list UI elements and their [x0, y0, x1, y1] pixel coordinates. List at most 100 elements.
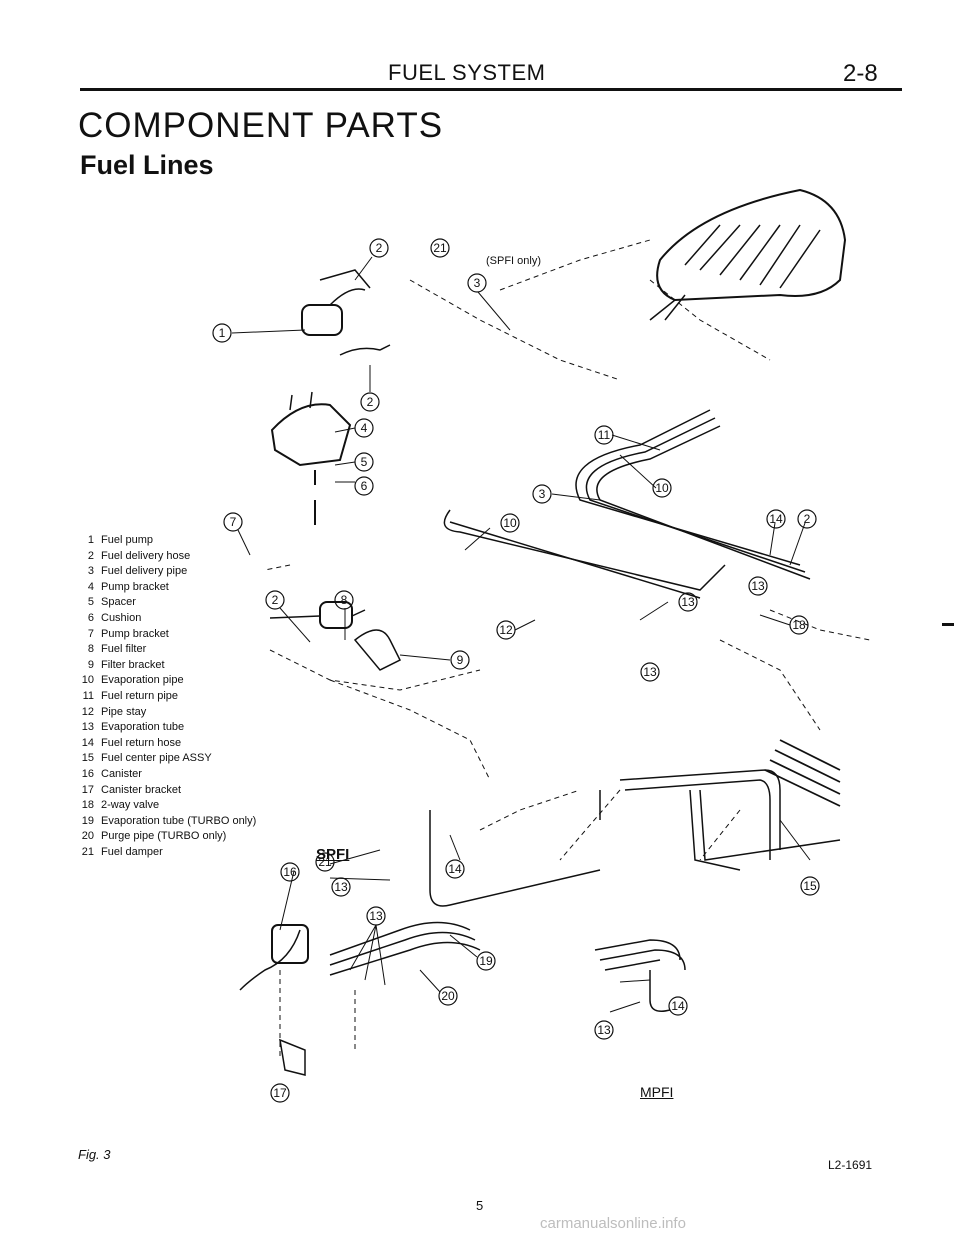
svg-text:13: 13 [751, 579, 765, 593]
callout-14: 14 [445, 859, 465, 879]
callout-14: 14 [766, 509, 786, 529]
svg-text:2: 2 [376, 241, 383, 255]
svg-text:21: 21 [433, 241, 447, 255]
svg-text:13: 13 [643, 665, 657, 679]
callout-13: 13 [366, 906, 386, 926]
svg-text:14: 14 [671, 999, 685, 1013]
callout-7: 7 [223, 512, 243, 532]
mpfi-label: MPFI [640, 1084, 674, 1100]
svg-text:6: 6 [361, 479, 368, 493]
svg-text:3: 3 [474, 276, 481, 290]
svg-text:4: 4 [361, 421, 368, 435]
svg-text:13: 13 [334, 880, 348, 894]
callout-9: 9 [450, 650, 470, 670]
running-header-page-code: 2-8 [843, 60, 878, 87]
callout-2: 2 [797, 509, 817, 529]
callout-markers: 1 2 21 3 2 4 5 6 7 2 8 9 3 11 10 10 14 2… [212, 238, 820, 1103]
callout-19: 19 [476, 951, 496, 971]
svg-text:21: 21 [318, 855, 332, 869]
callout-13: 13 [640, 662, 660, 682]
callout-10: 10 [500, 513, 520, 533]
callout-16: 16 [280, 862, 300, 882]
callout-10: 10 [652, 478, 672, 498]
callout-13: 13 [594, 1020, 614, 1040]
svg-text:18: 18 [792, 618, 806, 632]
svg-text:13: 13 [597, 1023, 611, 1037]
callout-15: 15 [800, 876, 820, 896]
svg-text:1: 1 [219, 326, 226, 340]
callout-21: 21 [430, 238, 450, 258]
canister-illustration [271, 924, 309, 1076]
callout-13: 13 [678, 592, 698, 612]
svg-text:8: 8 [341, 593, 348, 607]
svg-text:12: 12 [499, 623, 513, 637]
svg-text:13: 13 [369, 909, 383, 923]
callout-12: 12 [496, 620, 516, 640]
callout-2: 2 [369, 238, 389, 258]
svg-text:16: 16 [283, 865, 297, 879]
callout-21: 21 [315, 852, 335, 872]
spfi-only-note: (SPFI only) [486, 255, 542, 267]
svg-text:20: 20 [441, 989, 455, 1003]
callout-4: 4 [354, 418, 374, 438]
page-number: 5 [476, 1198, 484, 1213]
callout-2: 2 [265, 590, 285, 610]
svg-text:14: 14 [769, 512, 783, 526]
edge-mark [942, 623, 954, 626]
callout-18: 18 [789, 615, 809, 635]
spfi-label: SPFI [316, 846, 350, 863]
svg-text:2: 2 [272, 593, 279, 607]
svg-text:17: 17 [273, 1086, 287, 1100]
callout-8: 8 [334, 590, 354, 610]
callout-1: 1 [212, 323, 232, 343]
svg-text:10: 10 [655, 481, 669, 495]
callout-13: 13 [331, 877, 351, 897]
svg-text:3: 3 [539, 487, 546, 501]
callout-5: 5 [354, 452, 374, 472]
callout-14: 14 [668, 996, 688, 1016]
callout-13: 13 [748, 576, 768, 596]
svg-text:9: 9 [457, 653, 464, 667]
svg-text:7: 7 [230, 515, 237, 529]
svg-text:2: 2 [804, 512, 811, 526]
callout-17: 17 [270, 1083, 290, 1103]
running-header-title: FUEL SYSTEM [388, 60, 546, 85]
callout-20: 20 [438, 986, 458, 1006]
watermark: carmanualsonline.info [540, 1215, 686, 1232]
fuel-lines-illustration [239, 409, 841, 1012]
callout-11: 11 [594, 425, 614, 445]
svg-text:2: 2 [367, 395, 374, 409]
callout-3: 3 [467, 273, 487, 293]
svg-text:15: 15 [803, 879, 817, 893]
svg-text:13: 13 [681, 595, 695, 609]
leader-lines [264, 239, 871, 1060]
subsection-title: Fuel Lines [80, 150, 214, 180]
callout-6: 6 [354, 476, 374, 496]
fuel-lines-diagram: 1 2 21 3 2 4 5 6 7 2 8 9 3 11 10 10 14 2… [212, 188, 871, 1103]
figure-code: L2-1691 [828, 1158, 873, 1172]
fuel-tank-illustration [649, 188, 847, 321]
section-title: COMPONENT PARTS [78, 106, 444, 145]
svg-text:10: 10 [503, 516, 517, 530]
callout-3: 3 [532, 484, 552, 504]
fuel-filter-illustration [269, 601, 402, 671]
callout-2: 2 [360, 392, 380, 412]
callout-leaders [231, 256, 811, 1013]
